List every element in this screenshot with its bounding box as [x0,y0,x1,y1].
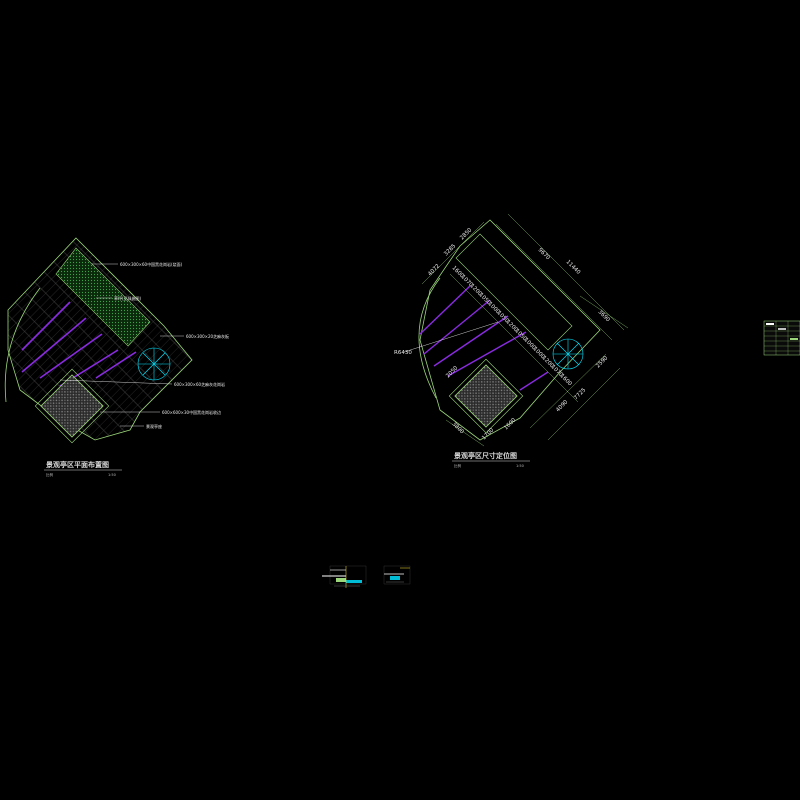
dim-lower-2: 7725 [573,387,587,401]
right-outer-arc [418,277,441,399]
dim-bottom-4: 2050 [445,365,459,379]
left-grass-area [55,247,151,347]
left-umbrella-icon [137,347,171,381]
dim-bottom-2: 1700 [481,427,495,441]
note-1: 600×300×60中国黑花岗岩(烧面) [120,261,183,267]
left-pavilion [34,368,110,444]
left-title: 景观亭区平面布置图 [45,460,109,469]
right-dimension-lines [421,213,629,447]
dim-bottom-3: 1600 [503,417,517,431]
left-scale-label: 比例 [46,472,53,477]
note-6: 景观亭座 [146,423,162,429]
dim-lower-1: 4090 [555,399,569,413]
note-5: 600×600×30中国黑花岗岩收边 [162,409,221,415]
dim-right-4: 2590 [595,355,609,369]
note-2: 草坪(见绿施图) [114,295,142,301]
note-3: 600×300×20芝麻灰板 [186,333,229,339]
left-outer-arc [4,287,41,403]
dim-top-3: 2850 [459,227,473,241]
right-pavilion [448,358,524,434]
right-diag-dims: 1600 1070 1200 1050 1000 1050 1200 1050 … [451,265,573,387]
detail-section-1 [322,565,367,588]
dim-top-2: 3285 [443,243,457,257]
dim-right-2: 11440 [565,259,582,276]
dim-right-3: 3690 [597,309,611,323]
legend-table [763,320,800,356]
detail-section-2 [383,565,411,585]
dim-radius: R6430 [394,350,412,356]
dim-top-1: 4072 [427,263,441,277]
right-umbrella-icon [552,338,584,370]
left-paving-area [7,237,193,441]
note-4: 600×300×60芝麻灰花岗岩 [174,381,225,387]
left-leaders [59,263,184,427]
diag-dim-13: 1600 [559,373,573,387]
right-scale-label: 比例 [454,463,462,468]
right-outline [419,219,601,441]
right-plan: 4072 3285 2850 9670 11440 3690 2590 4090… [394,213,629,468]
right-scale-value: 1:50 [516,464,524,468]
left-scale-value: 1:50 [108,473,116,477]
right-title: 景观亭区尺寸定位图 [453,451,517,460]
right-grass-outline [455,233,573,351]
dim-right-1: 9670 [537,247,551,261]
left-plan: 600×300×60中国黑花岗岩(烧面) 草坪(见绿施图) 600×300×20… [4,237,229,477]
right-stripes [419,285,549,391]
dim-bottom-1: 3800 [451,421,465,435]
left-notes: 600×300×60中国黑花岗岩(烧面) 草坪(见绿施图) 600×300×20… [114,261,229,429]
